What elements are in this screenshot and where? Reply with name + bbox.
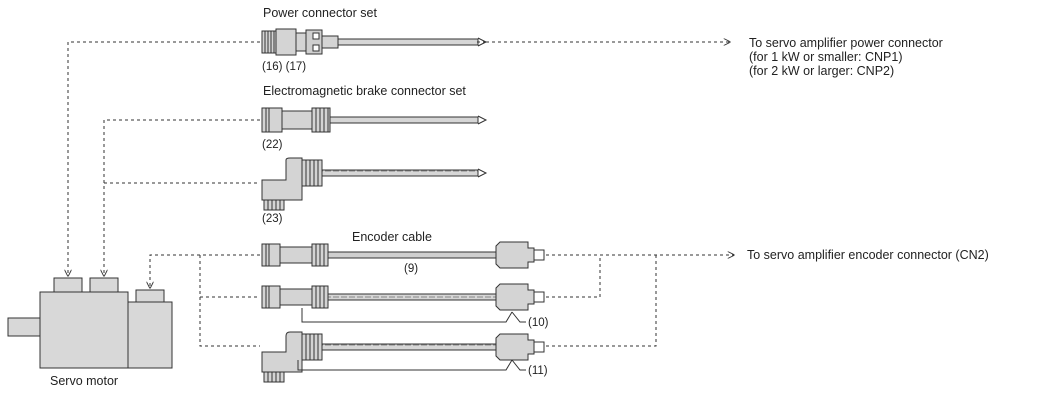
encoder-part-9-label: (9): [404, 263, 419, 275]
encoder-cable-10: [261, 283, 545, 323]
power-connector-set-label: Power connector set: [263, 6, 377, 20]
motor-brake-port: [89, 277, 119, 293]
encoder-part-10-label: (10): [528, 317, 549, 329]
brake-part-23-label: (23): [262, 213, 283, 225]
encoder-cable-9: [261, 241, 545, 269]
motor-shaft: [7, 317, 41, 337]
servo-motor: [7, 277, 173, 369]
motor-power-port: [53, 277, 83, 293]
brake-connector-set-label: Electromagnetic brake connector set: [263, 84, 466, 98]
motor-body: [39, 291, 129, 369]
dashed-connection-lines: [68, 42, 734, 347]
encoder-destination-label: To servo amplifier encoder connector (CN…: [747, 248, 989, 262]
encoder-part-11-label: (11): [528, 365, 548, 377]
servo-motor-label: Servo motor: [50, 374, 119, 388]
power-parts-label: (16) (17): [262, 61, 307, 73]
power-destination-cnp1: (for 1 kW or smaller: CNP1): [749, 50, 903, 64]
brake-connector-angled: [261, 157, 488, 211]
brake-part-22-label: (22): [262, 139, 283, 151]
power-destination-label: To servo amplifier power connector: [749, 36, 943, 50]
brake-connector-straight: [261, 107, 488, 133]
power-connector-assembly: [261, 28, 488, 56]
motor-encoder-housing: [127, 301, 173, 369]
encoder-cable-label: Encoder cable: [352, 230, 432, 244]
power-destination-cnp2: (for 2 kW or larger: CNP2): [749, 64, 895, 78]
encoder-cable-11: [261, 331, 545, 383]
motor-encoder-port: [135, 289, 165, 303]
